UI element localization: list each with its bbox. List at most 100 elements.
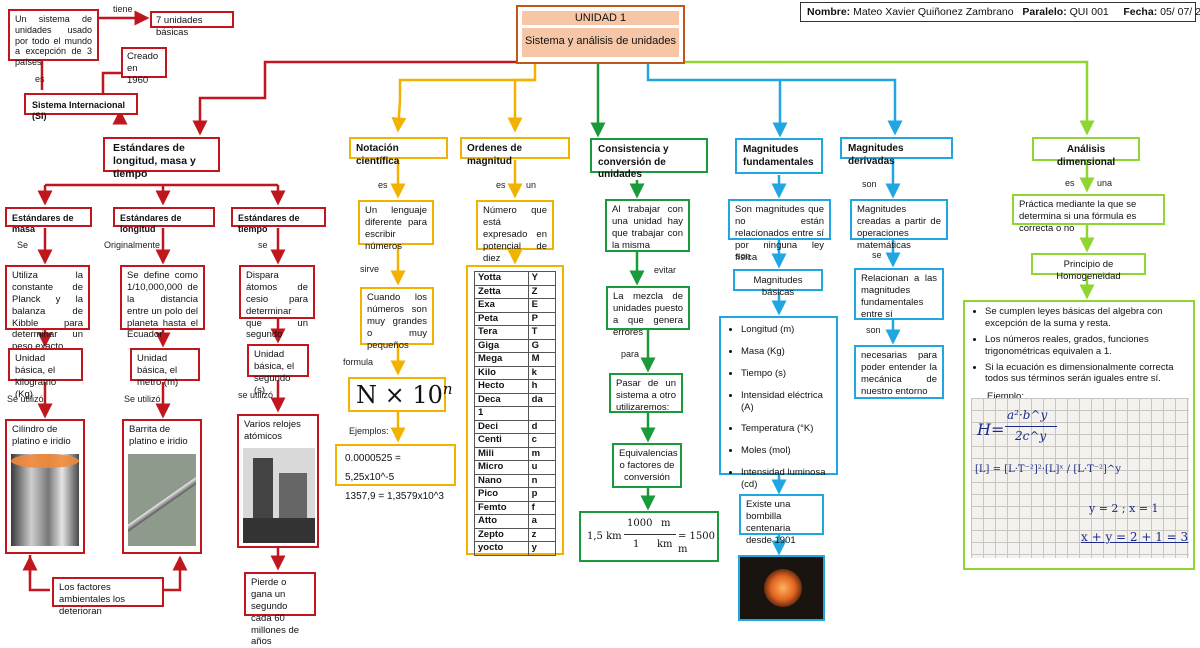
formula-box: N × 10n — [348, 377, 453, 412]
derivadas-definition: Magnitudes creadas a partir de operacion… — [850, 199, 948, 251]
bombilla-box: Existe una bombilla centenaria desde 190… — [739, 494, 824, 546]
hw-line2: [L] = [L·T⁻²]²·[L]ˣ / [L·T⁻²]^y — [975, 464, 1121, 475]
light-bulb-image — [738, 555, 825, 621]
prefix-name: Kilo — [474, 365, 529, 380]
unit-title-box: UNIDAD 1 Sistema y análisis de unidades — [516, 5, 685, 64]
si-box: Sistema Internacional (SI) — [24, 93, 138, 121]
formula-base: N × 10 — [356, 381, 443, 409]
barrita-box: Barrita de platino e iridio — [122, 419, 202, 554]
name-label: Nombre: — [807, 6, 851, 18]
unit-label: UNIDAD 1 — [522, 11, 679, 25]
conv-start: 1,5 km — [587, 531, 622, 542]
basicas-list: Longitud (m)Masa (Kg)Tiempo (s)Intensida… — [725, 324, 832, 491]
notacion-definition: Un lenguaje diferente para escribir núme… — [358, 200, 434, 252]
hw-line4: x + y = 2 + 1 = 3 — [1081, 530, 1189, 544]
prefix-symbol: u — [527, 460, 557, 475]
student-name: Mateo Xavier Quiñonez Zambrano — [853, 6, 1014, 18]
prefix-symbol: E — [527, 298, 557, 313]
fundamentales-son-label: son — [736, 251, 751, 261]
prefix-name: Deca — [474, 392, 529, 407]
ejemplos-box: 0.0000525 = 5,25x10^-5 1357,9 = 1,3579x1… — [335, 444, 456, 502]
cilindro-box: Cilindro de platino e iridio — [5, 419, 85, 554]
prefix-name: Zetta — [474, 284, 529, 299]
ejemplo-2: 1357,9 = 1,3579x10^3 — [345, 491, 444, 502]
prefix-symbol: z — [527, 527, 557, 542]
ordenes-definition: Número que está expresado en potencial d… — [476, 200, 554, 264]
prefix-name: Zepto — [474, 527, 529, 542]
prefix-symbol — [527, 406, 557, 421]
prefix-symbol: n — [527, 473, 557, 488]
derivadas-se-label: se — [872, 250, 882, 260]
estandares-masa-box: Estándares de masa — [5, 207, 92, 234]
basica-item: Temperatura (°K) — [741, 423, 832, 435]
ordenes-es-label: es — [496, 180, 506, 190]
barrita-text: Barrita de platino e iridio — [129, 424, 188, 447]
analisis-rules-box: Se cumplen leyes básicas del algebra con… — [963, 300, 1195, 570]
relojes-text: Varios relojes atómicos — [244, 419, 301, 442]
prefix-symbol: Z — [527, 284, 557, 299]
unit-subtitle: Sistema y análisis de unidades — [522, 28, 679, 57]
prefix-name: Nano — [474, 473, 529, 488]
masa-unit: Unidad básica, el kilogramo (Kg) — [8, 348, 83, 400]
se-utilizo-label-1: Sé utilizó — [7, 394, 44, 404]
prefix-name: Centi — [474, 433, 529, 448]
basicas-box: Magnitudes básicas — [733, 269, 823, 298]
basica-item: Longitud (m) — [741, 324, 832, 336]
prefix-name: Tera — [474, 325, 529, 340]
ordenes-title: Ordenes de magnitud — [460, 137, 570, 167]
analisis-es-label: es — [1065, 178, 1075, 188]
relacionan-box: Relacionan a las magnitudes fundamentale… — [854, 268, 944, 320]
prefix-name: yocto — [474, 541, 529, 556]
handwritten-example-image: H= a²·b^y 2c^y [L] = [L·T⁻²]²·[L]ˣ / [L·… — [971, 398, 1189, 558]
conversion-example-box: 1,5 km 1000 m 1 km = 1500 m — [579, 511, 719, 562]
equivalencias-box: Equivalencias o factores de conversión — [612, 443, 682, 488]
evitar-label: evitar — [654, 265, 677, 275]
prefix-symbol: T — [527, 325, 557, 340]
consistencia-title: Consistencia y conversión de unidades — [590, 138, 708, 180]
consistencia-definition: Al trabajar con una unidad hay que traba… — [605, 199, 690, 252]
fundamentales-definition: Son magnitudes que no están relacionados… — [728, 199, 831, 263]
prefix-symbol: d — [527, 419, 557, 434]
prefix-name: Yotta — [474, 271, 529, 286]
prefix-symbol: G — [527, 338, 557, 353]
estandares-longitud-box: Estándares de longitud — [113, 207, 215, 234]
prefix-name: Micro — [474, 460, 529, 475]
student-info-header: Nombre: Mateo Xavier Quiñonez Zambrano P… — [800, 2, 1200, 22]
paralelo-label: Paralelo: — [1022, 6, 1067, 18]
masa-description: Utiliza la constante de Planck y la bala… — [5, 265, 90, 352]
derivadas-son2-label: son — [866, 325, 881, 335]
necesarias-box: necesarias para poder entender la mecáni… — [854, 345, 944, 399]
conv-den-unit: km — [657, 539, 673, 550]
prefix-symbol: m — [527, 446, 557, 461]
rule-item: Se cumplen leyes básicas del algebra con… — [985, 306, 1187, 330]
prefix-symbol: c — [527, 433, 557, 448]
analisis-title: Análisis dimensional — [1032, 137, 1140, 168]
se-label-1: Se — [17, 240, 29, 250]
basica-item: Tiempo (s) — [741, 368, 832, 380]
cilindro-text: Cilindro de platino e iridio — [12, 424, 71, 447]
prefix-name: Hecto — [474, 379, 529, 394]
basica-item: Intensidad eléctrica (A) — [741, 390, 832, 414]
prefix-symbol: p — [527, 487, 557, 502]
mezcla-box: La mezcla de unidades puesto a que gener… — [606, 286, 690, 338]
notacion-uso: Cuando los números son muy grandes o muy… — [360, 287, 434, 351]
longitud-unit: Unidad básica, el metro (m) — [130, 348, 200, 388]
hw-numerator: a²·b^y — [1007, 408, 1048, 422]
prefix-symbol: a — [527, 514, 557, 529]
prefix-name: Pico — [474, 487, 529, 502]
conv-result: = 1500 m — [678, 531, 716, 555]
derivadas-title: Magnitudes derivadas — [840, 137, 953, 167]
fundamentales-title: Magnitudes fundamentales — [735, 138, 823, 174]
ordenes-un-label: un — [526, 180, 537, 190]
creado-box: Creado en 1960 — [121, 47, 167, 86]
prefix-symbol: h — [527, 379, 557, 394]
